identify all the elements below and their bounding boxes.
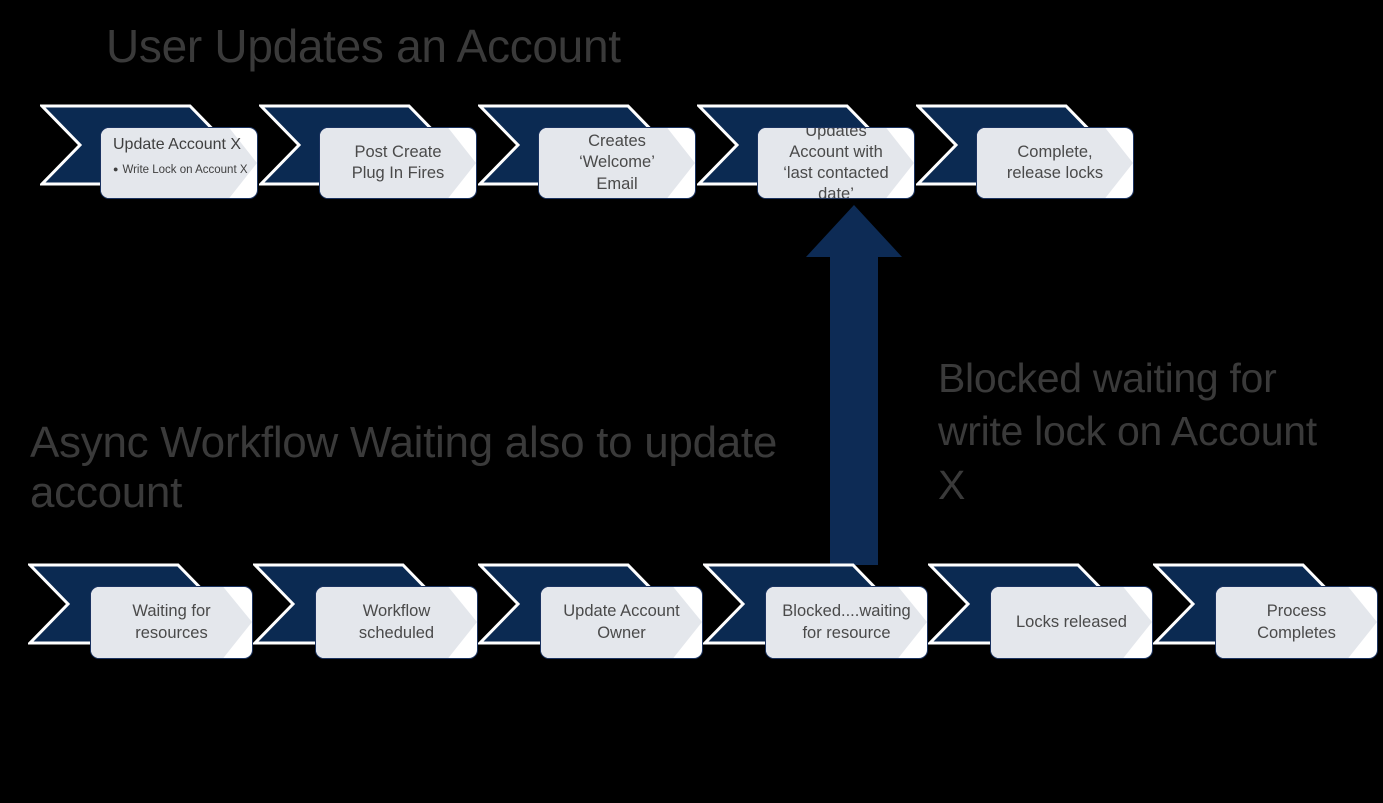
card-watermark-icon xyxy=(316,587,477,658)
card-watermark-icon xyxy=(1216,587,1377,658)
card-watermark-icon xyxy=(758,128,914,198)
step-card[interactable]: Blocked....waiting for resource xyxy=(765,586,928,659)
bullet-dot-icon: ● xyxy=(113,164,119,175)
step-card-text: Workflow scheduled xyxy=(358,602,435,642)
step-card-bullet: ●Write Lock on Account X xyxy=(113,163,248,178)
step-card-bullet-text: Write Lock on Account X xyxy=(122,164,248,177)
blocked-arrow-icon xyxy=(806,205,902,565)
bottom-section-title: Async Workflow Waiting also to update ac… xyxy=(30,418,778,518)
step-card-text: Post Create Plug In Fires xyxy=(351,142,445,182)
step-card-text: Waiting for resources xyxy=(132,602,211,642)
step-card[interactable]: Update Account Owner xyxy=(540,586,703,659)
step-card[interactable]: Process Completes xyxy=(1215,586,1378,659)
card-watermark-icon xyxy=(991,587,1152,658)
card-watermark-icon xyxy=(977,128,1133,198)
step-card[interactable]: Updates Account with ‘last contacted dat… xyxy=(757,127,915,199)
step-card-text: Complete, release locks xyxy=(1006,142,1104,182)
bottom-process-row: Waiting for resources Workflow scheduled xyxy=(0,563,1383,663)
card-watermark-icon xyxy=(539,128,695,198)
step-card[interactable]: Post Create Plug In Fires xyxy=(319,127,477,199)
step-card-text: Blocked....waiting for resource xyxy=(782,602,911,642)
step-card-text: Updates Account with ‘last contacted dat… xyxy=(783,127,889,199)
top-section-title: User Updates an Account xyxy=(106,20,621,72)
step-card-text: Locks released xyxy=(1016,612,1127,631)
top-process-row: Update Account X ●Write Lock on Account … xyxy=(0,104,1383,204)
step-card[interactable]: Update Account X ●Write Lock on Account … xyxy=(100,127,258,199)
step-card-heading: Update Account X xyxy=(113,136,242,153)
step-card[interactable]: Locks released xyxy=(990,586,1153,659)
step-card-text: Update Account Owner xyxy=(563,602,680,642)
step-card[interactable]: Creates ‘Welcome’ Email xyxy=(538,127,696,199)
step-card[interactable]: Waiting for resources xyxy=(90,586,253,659)
card-watermark-icon xyxy=(101,128,257,198)
step-card-text: Process Completes xyxy=(1257,602,1336,642)
card-watermark-icon xyxy=(320,128,476,198)
blocked-annotation-label: Blocked waiting for write lock on Accoun… xyxy=(938,355,1317,508)
step-card[interactable]: Workflow scheduled xyxy=(315,586,478,659)
card-watermark-icon xyxy=(766,587,927,658)
step-card-text: Creates ‘Welcome’ Email xyxy=(579,132,655,193)
step-card-text: Update Account X ●Write Lock on Account … xyxy=(101,128,257,198)
step-card[interactable]: Complete, release locks xyxy=(976,127,1134,199)
card-watermark-icon xyxy=(91,587,252,658)
card-watermark-icon xyxy=(541,587,702,658)
